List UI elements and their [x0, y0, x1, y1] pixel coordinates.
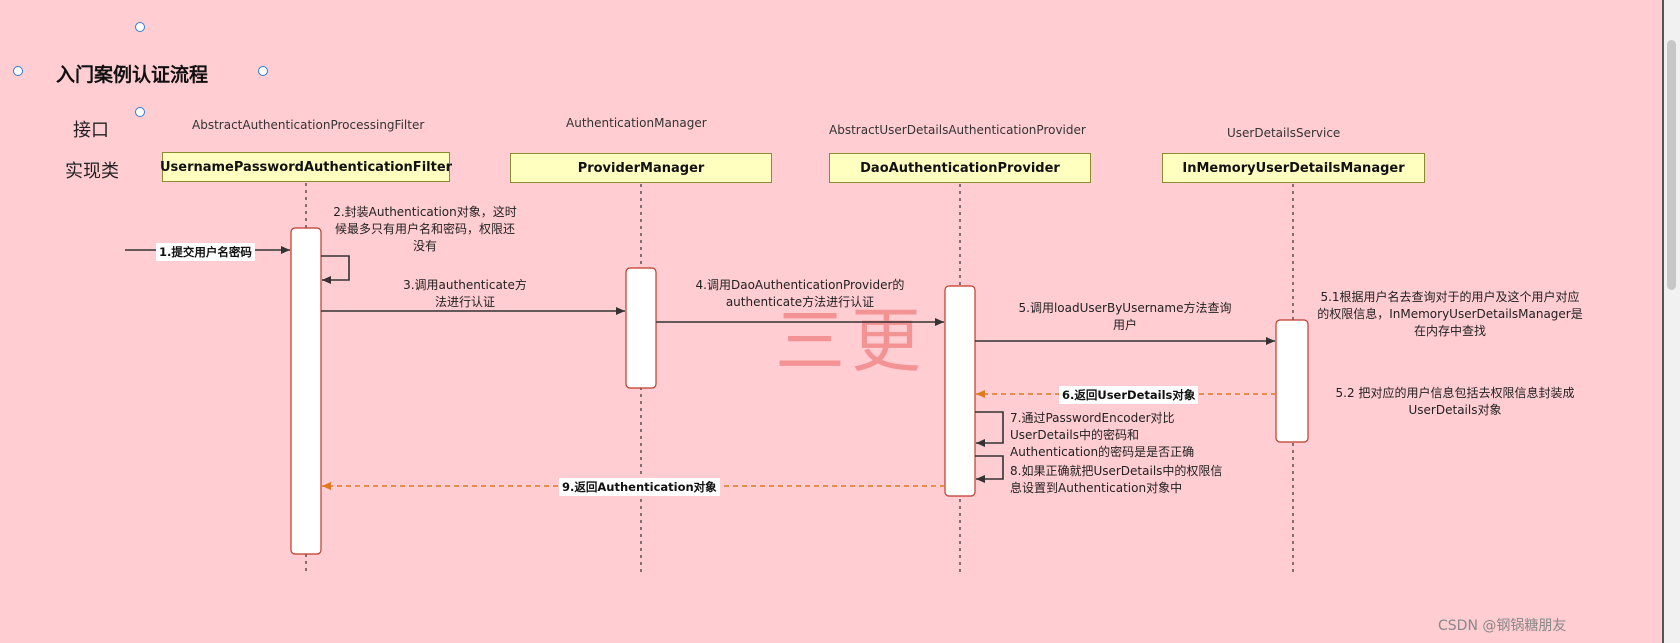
- note-5-2: 5.2 把对应的用户信息包括去权限信息封装成UserDetails对象: [1335, 386, 1575, 417]
- selection-handle[interactable]: [135, 107, 145, 117]
- participant-box-filter[interactable]: UsernamePasswordAuthenticationFilter: [160, 152, 452, 182]
- row-label-interface: 接口: [73, 120, 109, 141]
- watermark-text: 三更: [775, 300, 927, 382]
- diagram-title[interactable]: 入门案例认证流程: [56, 64, 209, 86]
- message-label-5: 5.调用loadUserByUsername方法查询用户: [1018, 301, 1232, 332]
- interface-label-userdetails-service: UserDetailsService: [1227, 126, 1341, 140]
- message-label-4: 4.调用DaoAuthenticationProvider的authentica…: [695, 278, 905, 309]
- selection-handle[interactable]: [258, 66, 268, 76]
- interface-label-filter: AbstractAuthenticationProcessingFilter: [192, 118, 425, 132]
- participant-box-provider-manager[interactable]: ProviderManager: [510, 153, 772, 183]
- credit-watermark: CSDN @钢锅糖朋友: [1438, 618, 1567, 634]
- activation-bar-dao-provider[interactable]: [944, 285, 976, 497]
- message-label-3: 3.调用authenticate方法进行认证: [403, 278, 527, 309]
- message-label-2: 2.封装Authentication对象，这时候最多只有用户名和密码，权限还没有: [333, 205, 517, 253]
- activation-bar-userdetails-manager[interactable]: [1275, 319, 1309, 443]
- activation-bar-filter[interactable]: [290, 227, 322, 555]
- interface-label-provider: AbstractUserDetailsAuthenticationProvide…: [829, 123, 1086, 137]
- activation-bar-provider-manager[interactable]: [625, 267, 657, 389]
- selection-handle[interactable]: [13, 66, 23, 76]
- message-label-8: 8.如果正确就把UserDetails中的权限信息设置到Authenticati…: [1010, 464, 1223, 495]
- message-label-9: 9.返回Authentication对象: [559, 478, 720, 496]
- participant-box-userdetails-manager[interactable]: InMemoryUserDetailsManager: [1162, 153, 1425, 183]
- vertical-scrollbar[interactable]: [1664, 0, 1680, 643]
- arrow-8-self-set-authorities[interactable]: [975, 455, 1004, 483]
- scrollbar-thumb[interactable]: [1667, 40, 1676, 290]
- participant-box-dao-provider[interactable]: DaoAuthenticationProvider: [829, 153, 1091, 183]
- arrow-7-self-compare[interactable]: [975, 411, 1004, 447]
- arrow-2-self-call[interactable]: [321, 255, 350, 284]
- interface-label-manager: AuthenticationManager: [566, 116, 707, 130]
- row-label-implementation: 实现类: [65, 161, 119, 182]
- message-label-7: 7.通过PasswordEncoder对比UserDetails中的密码和Aut…: [1010, 411, 1195, 459]
- message-label-1: 1.提交用户名密码: [156, 243, 255, 261]
- selection-handle[interactable]: [135, 22, 145, 32]
- note-5-1: 5.1根据用户名去查询对于的用户及这个用户对应的权限信息，InMemoryUse…: [1317, 290, 1583, 338]
- message-label-6: 6.返回UserDetails对象: [1059, 386, 1199, 404]
